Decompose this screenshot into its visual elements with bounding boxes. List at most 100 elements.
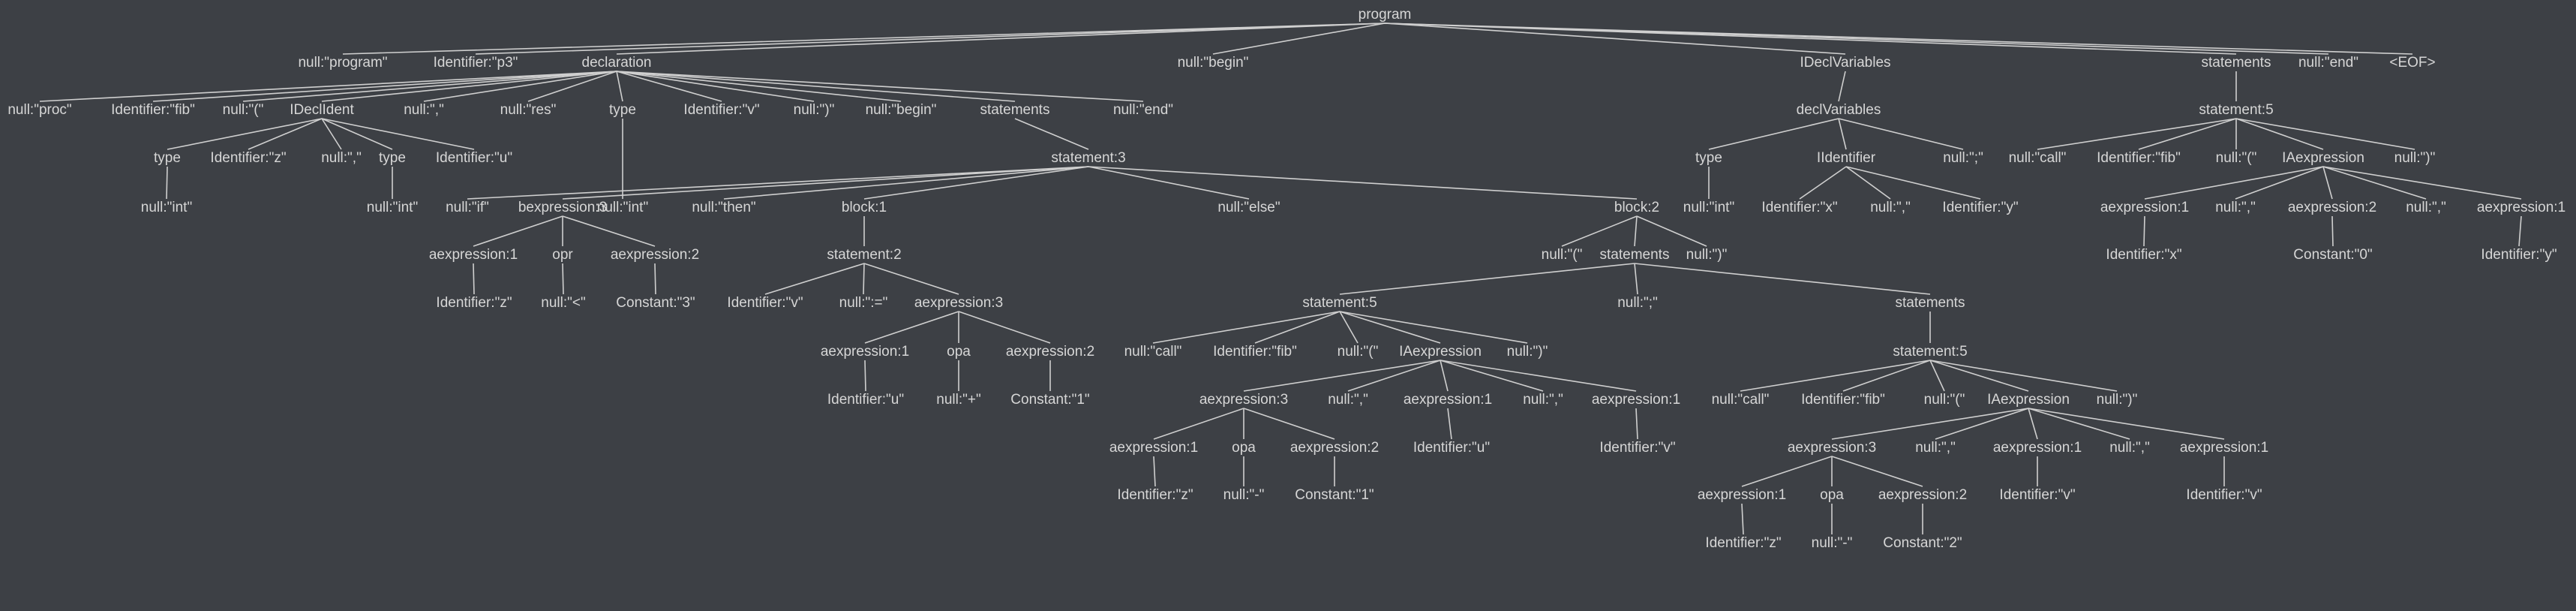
tree-node-null-else: null:"else" xyxy=(1217,200,1280,215)
tree-edge xyxy=(864,360,866,392)
tree-edge xyxy=(321,118,393,150)
tree-node-identifier-v: Identifier:"v" xyxy=(727,295,803,311)
tree-node-ideclvariables: IDeclVariables xyxy=(1800,55,1890,71)
tree-edge xyxy=(863,263,959,295)
tree-edge xyxy=(1929,360,1945,392)
tree-edge xyxy=(2235,166,2324,200)
tree-node-identifier-z: Identifier:"z" xyxy=(1117,487,1193,503)
tree-node-aexpression-1: aexpression:1 xyxy=(1993,440,2082,456)
tree-edge xyxy=(152,71,617,102)
tree-node-null: null:"," xyxy=(1523,392,1563,408)
tree-node-identifier-v: Identifier:"v" xyxy=(2186,487,2262,503)
tree-edge xyxy=(1935,408,2029,440)
tree-node-aexpression-3: aexpression:3 xyxy=(914,295,1003,311)
tree-nodes: program null:"program" Identifier:"p3" decl… xyxy=(8,7,2565,551)
tree-node-identifier-z: Identifier:"z" xyxy=(1705,535,1781,551)
tree-node-null: null:")" xyxy=(1507,344,1548,360)
tree-node-identifier-fib: Identifier:"fib" xyxy=(2097,150,2181,166)
tree-node-type: type xyxy=(379,150,406,166)
tree-edge xyxy=(2235,118,2324,150)
tree-node-iidentifier: IIdentifier xyxy=(1817,150,1876,166)
tree-edge xyxy=(1635,408,1638,440)
tree-node-null: null:"," xyxy=(1915,440,1956,456)
tree-node-null-call: null:"call" xyxy=(1712,392,1770,408)
tree-edge xyxy=(1088,166,1638,200)
tree-node-null: null:";" xyxy=(1617,295,1658,311)
tree-edge xyxy=(863,166,1089,200)
tree-edge xyxy=(864,311,959,344)
tree-node-null: null:"," xyxy=(2215,200,2256,215)
tree-edge xyxy=(39,71,617,102)
tree-node-null: null:"," xyxy=(1328,392,1368,408)
tree-edge xyxy=(242,71,617,102)
tree-edge xyxy=(1088,166,1250,200)
tree-node-null-end: null:"end" xyxy=(2298,55,2358,71)
tree-node-program: program xyxy=(1359,7,1412,23)
tree-node-null: null:"(" xyxy=(2216,150,2257,166)
tree-edge xyxy=(1845,166,1891,200)
tree-edge xyxy=(1741,456,1833,487)
tree-node-aexpression-2: aexpression:2 xyxy=(2288,200,2376,215)
tree-node-block-2: block:2 xyxy=(1614,200,1659,215)
tree-edge xyxy=(1153,456,1156,487)
tree-node-declvariables: declVariables xyxy=(1797,102,1881,118)
tree-node-iaexpression: IAexpression xyxy=(1399,344,1482,360)
tree-node-aexpression-1: aexpression:1 xyxy=(2100,200,2189,215)
tree-edge xyxy=(1929,360,2118,392)
tree-edge xyxy=(1842,360,1931,392)
tree-node-type: type xyxy=(154,150,181,166)
tree-node-identifier-y: Identifier:"y" xyxy=(2481,247,2556,263)
tree-edge xyxy=(1339,311,1528,344)
tree-node-identifier-p3: Identifier:"p3" xyxy=(434,55,518,71)
tree-node-identifier-y: Identifier:"y" xyxy=(1942,200,2018,215)
tree-edge xyxy=(1741,503,1744,535)
tree-node-identifier-u: Identifier:"u" xyxy=(1413,440,1490,456)
tree-node-null-proc: null:"proc" xyxy=(8,102,71,118)
tree-edge xyxy=(1212,23,1386,55)
tree-edge xyxy=(1347,360,1441,392)
tree-edge xyxy=(473,263,475,295)
tree-node-statements: statements xyxy=(980,102,1050,118)
tree-node-null: null:"-" xyxy=(1223,487,1265,503)
tree-edge xyxy=(616,71,1144,102)
tree-node-aexpression-1: aexpression:1 xyxy=(1698,487,1786,503)
tree-edge xyxy=(321,118,475,150)
tree-edge xyxy=(1561,215,1638,247)
tree-edge xyxy=(1831,456,1923,487)
tree-edge xyxy=(342,23,1386,55)
tree-edge xyxy=(321,71,617,102)
tree-edge xyxy=(248,118,323,150)
tree-node-statement-2: statement:2 xyxy=(827,247,901,263)
tree-node-null: null:"," xyxy=(404,102,444,118)
tree-edge xyxy=(616,71,815,102)
tree-node-eof: <EOF> xyxy=(2389,55,2435,71)
tree-node-null-program: null:"program" xyxy=(298,55,387,71)
tree-edge xyxy=(1384,23,2413,55)
tree-node-null: null:")" xyxy=(2394,150,2436,166)
tree-edge xyxy=(1440,360,1637,392)
tree-node-aexpression-1: aexpression:1 xyxy=(429,247,518,263)
tree-edge xyxy=(616,71,1016,102)
tree-node-aexpression-3: aexpression:3 xyxy=(1199,392,1288,408)
tree-node-aexpression-1: aexpression:1 xyxy=(1404,392,1492,408)
tree-node-opa: opa xyxy=(947,344,971,360)
tree-edge xyxy=(1254,311,1341,344)
tree-edge xyxy=(1440,360,1544,392)
tree-node-null: null:"(" xyxy=(223,102,264,118)
tree-edge xyxy=(1799,166,1847,200)
tree-edge xyxy=(1634,263,1931,295)
tree-node-constant-0: Constant:"0" xyxy=(2293,247,2372,263)
tree-node-null: null:"(" xyxy=(1924,392,1965,408)
tree-edge xyxy=(527,71,617,102)
tree-node-null-res: null:"res" xyxy=(500,102,557,118)
tree-edge xyxy=(616,71,623,102)
tree-node-constant-3: Constant:"3" xyxy=(616,295,695,311)
tree-node-bexpression-3: bexpression:3 xyxy=(518,200,607,215)
tree-node-aexpression-2: aexpression:2 xyxy=(1878,487,1967,503)
tree-node-null: null:";" xyxy=(1943,150,1983,166)
tree-node-identifier-fib: Identifier:"fib" xyxy=(111,102,195,118)
tree-node-identifier-u: Identifier:"u" xyxy=(827,392,904,408)
tree-edge xyxy=(1838,118,1847,150)
tree-edge xyxy=(654,263,656,295)
tree-node-null: null:"," xyxy=(2109,440,2150,456)
